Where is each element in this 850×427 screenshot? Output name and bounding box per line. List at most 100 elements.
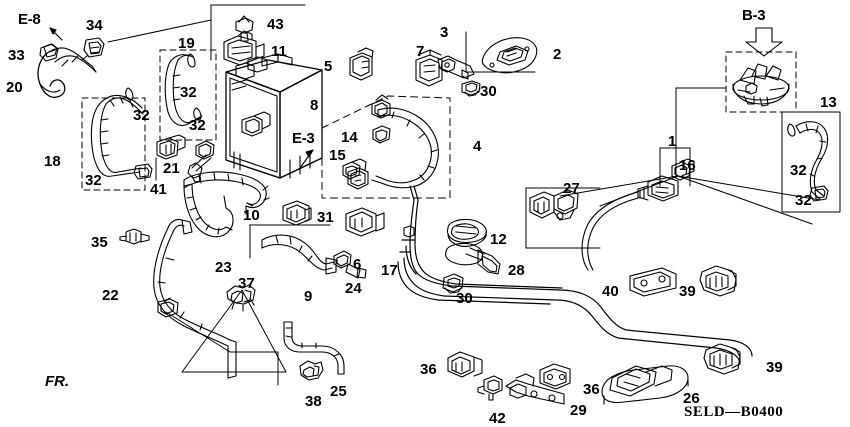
- hose-18: [90, 94, 144, 177]
- hose-25: [283, 321, 345, 375]
- callout-35: 35: [91, 234, 108, 251]
- grommet-12: [446, 218, 487, 247]
- group-box-18: [81, 97, 146, 191]
- callout-37: 37: [238, 275, 255, 292]
- callout-32a: 32: [180, 84, 197, 101]
- callout-24: 24: [345, 280, 362, 297]
- clip-14: [372, 125, 391, 144]
- callout-10: 10: [243, 207, 260, 224]
- figure-code: SELD—B0400: [684, 404, 784, 420]
- fitting-24: [333, 250, 367, 279]
- clip-32e: [787, 123, 796, 137]
- callout-38: 38: [305, 393, 322, 410]
- callout-39b: 39: [766, 359, 783, 376]
- callout-18: 18: [44, 153, 61, 170]
- clamp-32f: [809, 185, 829, 202]
- grommet-30b: [442, 273, 464, 294]
- callout-27: 27: [563, 180, 580, 197]
- fitting-21: [187, 140, 215, 183]
- callout-6: 6: [353, 256, 362, 273]
- valve-43: [235, 15, 254, 42]
- callout-32b: 32: [189, 117, 206, 134]
- clip-17-small: [403, 225, 415, 238]
- clip-36a: [447, 351, 483, 378]
- callout-30b: 30: [456, 290, 473, 307]
- section-ref-e-3: E-3: [292, 130, 315, 147]
- callout-23: 23: [215, 259, 232, 276]
- cover-26: [601, 365, 689, 405]
- cover-2: [481, 37, 538, 74]
- bracket-3: [437, 55, 475, 80]
- callout-29: 29: [570, 402, 587, 419]
- callout-36b: 36: [583, 381, 600, 398]
- callout-41: 41: [150, 181, 167, 198]
- clip-16: [671, 158, 695, 181]
- clip-38: [299, 360, 324, 381]
- callout-3: 3: [440, 24, 449, 41]
- callout-42: 42: [489, 410, 506, 427]
- callout-12: 12: [490, 231, 507, 248]
- callout-30a: 30: [480, 83, 497, 100]
- bracket-28: [445, 242, 501, 275]
- callout-15: 15: [329, 147, 346, 164]
- callout-19: 19: [178, 35, 195, 52]
- callout-22: 22: [102, 287, 119, 304]
- hose-9: [261, 234, 337, 275]
- callout-2: 2: [553, 46, 562, 63]
- callout-40: 40: [602, 283, 619, 300]
- clip-40: [629, 267, 677, 297]
- clip-31: [282, 200, 312, 226]
- connector-1: [581, 175, 679, 271]
- fuel-pump-unit: [732, 63, 790, 107]
- callout-11: 11: [271, 43, 287, 60]
- clip-39b: [703, 343, 741, 375]
- section-ref-e-8: E-8: [18, 11, 41, 28]
- section-arrow-e3: [299, 149, 314, 169]
- callout-21: 21: [163, 160, 180, 177]
- bracket-29: [505, 373, 565, 405]
- callout-32d: 32: [85, 172, 102, 189]
- fuel-lines-17: [397, 185, 753, 365]
- callout-39a: 39: [679, 283, 696, 300]
- clip-32c: [125, 87, 134, 101]
- callout-34: 34: [86, 17, 103, 34]
- callout-31: 31: [317, 209, 334, 226]
- valve-11: [223, 30, 265, 66]
- hose-19: [164, 54, 203, 127]
- callout-20: 20: [6, 79, 23, 96]
- clip-32a: [187, 53, 196, 68]
- hose-20: [37, 47, 97, 99]
- callout-13: 13: [820, 94, 837, 111]
- clip-32b: [193, 107, 202, 121]
- callout-26: 26: [683, 390, 700, 407]
- clamp-34: [83, 37, 105, 58]
- group-box-13: [781, 111, 841, 213]
- clip-15: [342, 158, 367, 180]
- callout-32c: 32: [133, 107, 150, 124]
- callout-4: 4: [473, 138, 482, 155]
- hose-13: [795, 121, 829, 200]
- group-box-4: [321, 95, 451, 199]
- callout-14: 14: [341, 129, 358, 146]
- section-arrow-b3: [745, 27, 783, 57]
- callout-36a: 36: [420, 361, 437, 378]
- clip-6: [345, 207, 385, 237]
- clip-36b: [539, 363, 571, 390]
- clip-37: [226, 284, 256, 312]
- callout-32e: 32: [790, 162, 807, 179]
- grommet-30a: [461, 80, 481, 97]
- callout-28: 28: [508, 262, 525, 279]
- front-direction-marker: FR.: [45, 373, 70, 390]
- callout-17: 17: [381, 262, 398, 279]
- callout-43: 43: [267, 16, 284, 33]
- callout-8: 8: [310, 97, 319, 114]
- callout-5: 5: [324, 58, 333, 75]
- section-ref-b-3: B-3: [742, 7, 766, 24]
- valve-5: [349, 47, 374, 81]
- clamp-32d: [133, 163, 153, 180]
- callout-33: 33: [8, 47, 25, 64]
- callout-1: 1: [668, 133, 677, 150]
- section-arrow-e8: [49, 27, 63, 41]
